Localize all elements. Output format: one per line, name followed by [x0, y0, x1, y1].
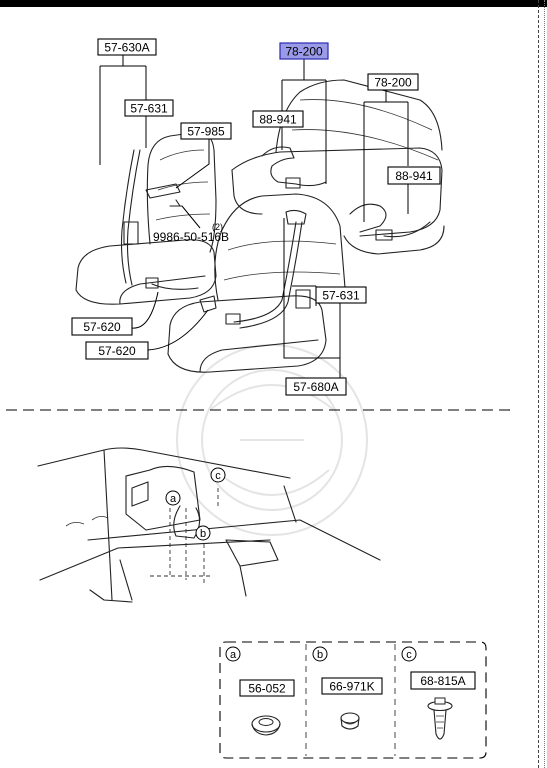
legend-part-66-971K: 66-971K	[329, 680, 374, 694]
rear-seat-drawing	[231, 79, 445, 255]
callout-57-620-a-label: 57-620	[83, 320, 121, 334]
callout-78-200[interactable]: 78-200	[367, 73, 419, 91]
callout-57-631-right[interactable]: 57-631	[315, 286, 367, 304]
watermark	[176, 344, 368, 536]
callout-9986-qty-label: (2)	[212, 222, 223, 232]
marker-c[interactable]: c	[210, 467, 226, 483]
callout-57-680A-label: 57-680A	[293, 380, 338, 394]
callout-57-680A[interactable]: 57-680A	[285, 377, 347, 396]
callout-88-941-left-label: 88-941	[259, 113, 297, 127]
marker-c-label: c	[215, 470, 221, 482]
legend-marker-b: b	[317, 649, 323, 661]
legend-item-a[interactable]: a 56-052	[225, 646, 295, 736]
legend-item-c[interactable]: c 68-815A	[401, 646, 476, 740]
legend-part-56-052: 56-052	[248, 682, 286, 696]
legend-part-68-815A: 68-815A	[420, 674, 465, 688]
callout-57-631-left-label: 57-631	[130, 102, 168, 116]
callout-88-941-right-label: 88-941	[395, 169, 433, 183]
callout-57-620-a[interactable]: 57-620	[71, 317, 133, 336]
plug-icon	[340, 712, 360, 730]
marker-a[interactable]: a	[165, 490, 181, 506]
marker-a-label: a	[170, 493, 177, 505]
grommet-icon	[251, 715, 281, 736]
seat-belt-parts	[120, 146, 431, 329]
marker-b[interactable]: b	[195, 525, 211, 541]
callout-57-985[interactable]: 57-985	[180, 122, 232, 140]
fastener-legend	[219, 641, 487, 759]
callout-88-941-right[interactable]: 88-941	[387, 166, 441, 185]
legend-marker-a: a	[230, 649, 237, 661]
callout-57-631-left[interactable]: 57-631	[124, 99, 174, 117]
clip-fastener-icon	[427, 697, 453, 740]
callout-78-200-label: 78-200	[374, 76, 412, 90]
callout-9986-50-516B[interactable]: (2) 9986-50-516B	[153, 222, 229, 244]
legend-marker-c: c	[406, 649, 412, 661]
page-edge	[538, 0, 545, 768]
callout-78-200-highlighted[interactable]: 78-200	[279, 42, 329, 60]
callout-78-200-highlighted-label: 78-200	[285, 45, 323, 59]
callout-9986-label: 9986-50-516B	[153, 230, 229, 244]
leader-lines-upper	[99, 55, 409, 378]
callout-57-630A[interactable]: 57-630A	[97, 38, 157, 56]
callout-57-620-b[interactable]: 57-620	[85, 341, 149, 360]
callout-57-631-right-label: 57-631	[322, 289, 360, 303]
top-border-bar	[0, 0, 547, 7]
callout-57-630A-label: 57-630A	[104, 41, 149, 55]
marker-b-label: b	[200, 528, 206, 540]
callout-88-941-left[interactable]: 88-941	[252, 110, 304, 128]
callout-57-985-label: 57-985	[187, 125, 225, 139]
front-right-seat-drawing	[167, 193, 347, 373]
legend-item-b[interactable]: b 66-971K	[312, 646, 383, 730]
floor-body-drawing	[37, 447, 381, 603]
callout-57-620-b-label: 57-620	[98, 344, 136, 358]
